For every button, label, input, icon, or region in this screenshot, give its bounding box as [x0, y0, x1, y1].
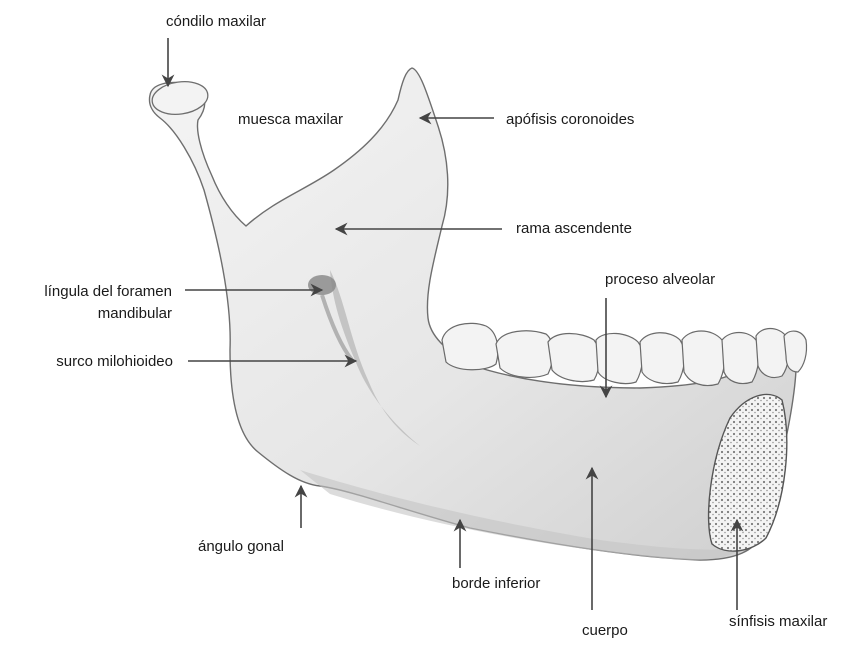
label-proceso-alveolar: proceso alveolar: [605, 270, 715, 290]
label-angulo-gonal: ángulo gonal: [198, 537, 284, 557]
label-cuerpo: cuerpo: [582, 621, 628, 641]
tooth: [722, 333, 759, 384]
label-apofisis-coronoides: apófisis coronoides: [506, 110, 634, 130]
label-lingula-line1: língula del foramen: [0, 282, 172, 302]
label-surco-milohioideo: surco milohioideo: [0, 352, 173, 372]
tooth: [496, 331, 553, 378]
tooth: [548, 334, 599, 382]
label-borde-inferior: borde inferior: [452, 574, 540, 594]
label-condilo-maxilar: cóndilo maxilar: [166, 12, 266, 32]
tooth: [640, 333, 684, 384]
label-muesca-maxilar: muesca maxilar: [238, 110, 343, 130]
tooth: [682, 331, 725, 386]
tooth: [442, 323, 498, 369]
tooth: [784, 331, 807, 372]
mandibular-foramen: [308, 275, 336, 295]
tooth: [596, 333, 642, 383]
label-rama-ascendente: rama ascendente: [516, 219, 632, 239]
label-lingula-line2: mandibular: [0, 304, 172, 324]
mandible-bone: [149, 68, 796, 560]
label-sinfisis-maxilar: sínfisis maxilar: [729, 612, 827, 632]
